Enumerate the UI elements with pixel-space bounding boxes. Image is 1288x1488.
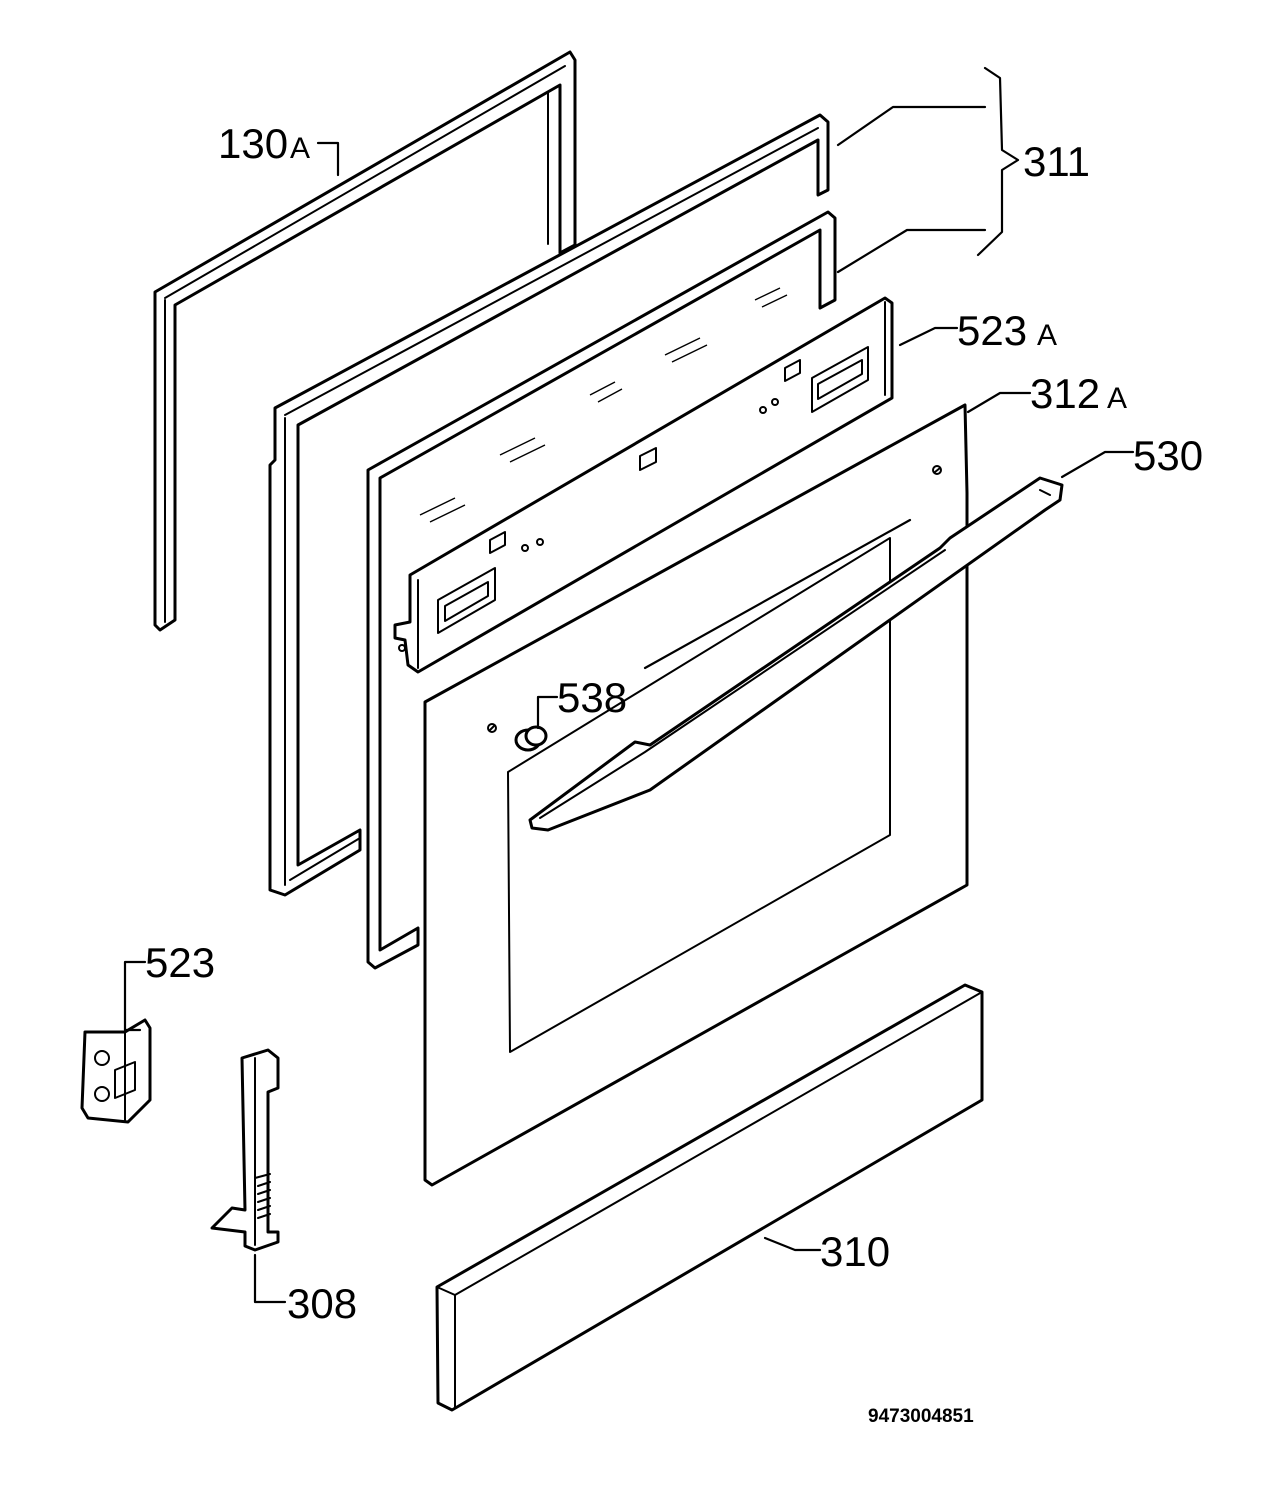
label-130a-suffix: A — [290, 132, 310, 165]
leader-130a — [316, 141, 340, 177]
leader-308 — [253, 1253, 287, 1304]
outer-door-frame — [423, 403, 969, 1187]
hinge-clip — [80, 1018, 152, 1124]
leader-lines — [123, 66, 1135, 1304]
label-523a-suffix: A — [1037, 319, 1057, 352]
leader-523a — [898, 326, 959, 347]
leader-523 — [123, 960, 147, 1032]
label-523a-number: 523 — [957, 307, 1027, 354]
label-310: 310 — [820, 1228, 890, 1275]
label-312a-suffix: A — [1107, 382, 1127, 415]
gasket-130a — [153, 50, 577, 632]
leader-311-upper — [836, 105, 987, 147]
label-130a-number: 130 — [218, 120, 288, 167]
leader-530 — [1060, 450, 1135, 479]
document-number: 9473004851 — [868, 1406, 974, 1427]
brace-311 — [976, 66, 1020, 257]
leader-312a — [966, 391, 1032, 414]
label-530: 530 — [1133, 432, 1203, 479]
inner-glass-panel — [366, 210, 837, 970]
hinge-arm — [210, 1048, 280, 1252]
leader-538-handle — [643, 518, 912, 670]
hinge-bracket-rail — [393, 296, 894, 674]
rear-glass-frame — [268, 113, 830, 897]
label-311: 311 — [1023, 138, 1090, 185]
leader-311-lower — [836, 228, 987, 274]
bottom-trim-strip — [435, 983, 984, 1412]
label-308: 308 — [287, 1280, 357, 1327]
door-handle — [528, 476, 1064, 832]
label-523: 523 — [145, 939, 215, 986]
label-538: 538 — [557, 674, 627, 721]
handle-end-cap — [514, 725, 548, 752]
label-312a-number: 312 — [1030, 370, 1100, 417]
leader-538 — [536, 695, 559, 730]
leader-310 — [763, 1236, 822, 1252]
